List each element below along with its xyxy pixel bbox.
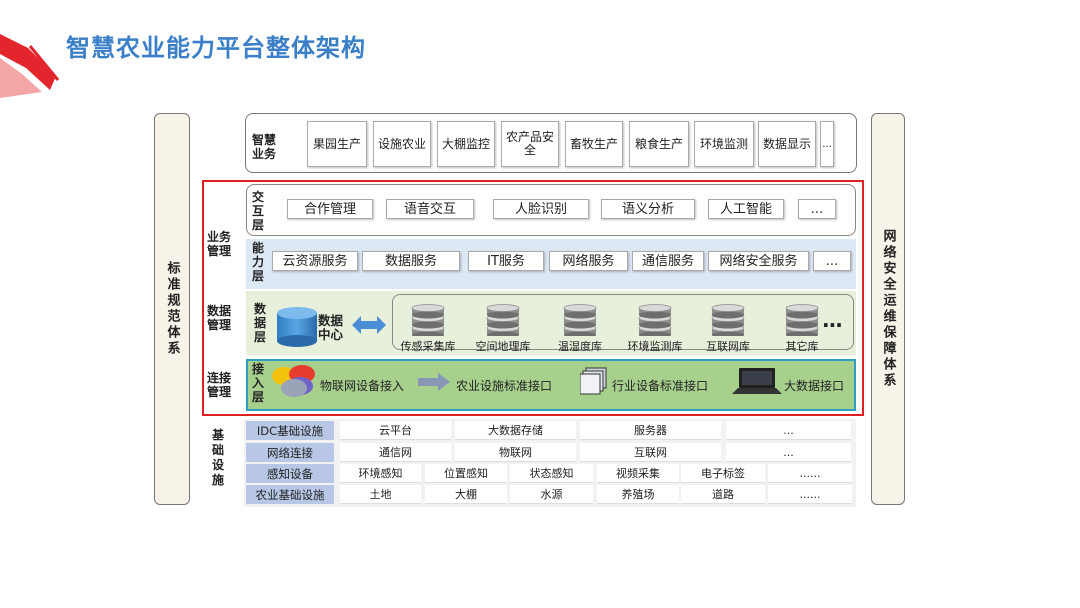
infra-cell: 互联网: [580, 443, 721, 462]
infra-cell: 养殖场: [597, 485, 679, 504]
infra-cell: 视频采集: [597, 464, 679, 483]
access-item-industry: 行业设备标准接口: [612, 379, 709, 393]
infra-row-header: 网络连接: [246, 443, 334, 462]
data-center-cylinder-icon: [277, 307, 317, 347]
infra-cell: 水源: [510, 485, 593, 504]
database-name: 传感采集库: [400, 340, 456, 353]
access-layer-label: 接入层: [252, 362, 265, 404]
capability-item: 数据服务: [362, 251, 460, 271]
infra-cell: ......: [768, 485, 852, 504]
infra-cell: ...: [726, 443, 851, 462]
right-arrow-icon: [418, 373, 450, 391]
data-layer-label: 数据层: [254, 302, 267, 344]
database-name: 互联网库: [706, 340, 750, 353]
capability-item: 网络服务: [549, 251, 628, 271]
business-mgmt-label: 业务管理: [207, 230, 232, 258]
more-databases: ...: [822, 308, 843, 332]
database-icon: [486, 304, 520, 336]
standards-system-label: 标准规范体系: [164, 261, 180, 357]
data-mgmt-label: 数据管理: [207, 304, 232, 332]
infra-cell: 大棚: [425, 485, 507, 504]
database-icon: [563, 304, 597, 336]
infra-cell: 电子标签: [681, 464, 765, 483]
infra-cell: 环境感知: [340, 464, 421, 483]
database-icon: [638, 304, 672, 336]
smart-business-label: 智慧业务: [252, 133, 277, 161]
infra-cell: 状态感知: [510, 464, 593, 483]
access-item-iot: 物联网设备接入: [320, 379, 405, 393]
infra-row-header: 农业基础设施: [246, 485, 334, 504]
capability-item: ...: [813, 251, 851, 271]
infra-cell: 物联网: [455, 443, 576, 462]
smart-business-item: 环境监测: [694, 121, 754, 167]
infra-cell: 土地: [340, 485, 421, 504]
device-stack-icon: [580, 367, 607, 395]
platform-red-frame: [202, 180, 864, 416]
infra-cell: ...: [726, 421, 851, 440]
smart-business-item: 大棚监控: [437, 121, 495, 167]
standards-system-bar: 标准规范体系: [154, 113, 190, 505]
database-name: 其它库: [785, 340, 819, 353]
capability-layer-label: 能力层: [252, 241, 265, 283]
corner-decoration: [0, 34, 60, 98]
access-item-bigdata: 大数据接口: [784, 379, 845, 393]
interaction-item: 语义分析: [601, 199, 695, 219]
infra-cell: 云平台: [340, 421, 451, 440]
interaction-item: ...: [798, 199, 836, 219]
laptop-icon: [732, 368, 782, 394]
security-ops-bar: 网络安全运维保障体系: [871, 113, 905, 505]
smart-business-item: 设施农业: [373, 121, 431, 167]
smart-business-item: 农产品安全: [501, 121, 559, 167]
infra-cell: 位置感知: [425, 464, 507, 483]
smart-business-item: 数据显示: [758, 121, 816, 167]
smart-business-item: ...: [820, 121, 834, 167]
capability-item: IT服务: [468, 251, 544, 271]
capability-item: 网络安全服务: [708, 251, 809, 271]
interaction-item: 人脸识别: [493, 199, 589, 219]
smart-business-item: 畜牧生产: [565, 121, 623, 167]
interaction-item: 语音交互: [386, 199, 474, 219]
database-name: 温湿度库: [558, 340, 602, 353]
infra-row-header: 感知设备: [246, 464, 334, 483]
capability-item: 云资源服务: [272, 251, 358, 271]
security-ops-label: 网络安全运维保障体系: [880, 229, 896, 389]
iot-devices-icon: [272, 365, 315, 397]
data-center-label: 数据中心: [318, 313, 344, 342]
interaction-item: 合作管理: [287, 199, 373, 219]
infra-row-header: IDC基础设施: [246, 421, 334, 440]
access-item-agri: 农业设施标准接口: [456, 379, 553, 393]
infra-cell: 道路: [681, 485, 765, 504]
capability-item: 通信服务: [632, 251, 704, 271]
double-arrow-icon: [352, 316, 386, 334]
data-layer-band: [246, 291, 856, 355]
infra-label: 基础设施: [212, 428, 225, 487]
page-title: 智慧农业能力平台整体架构: [66, 34, 366, 62]
database-group-panel: [392, 294, 854, 350]
infra-cell: 大数据存储: [455, 421, 576, 440]
infra-cell: 服务器: [580, 421, 721, 440]
infra-cell: 通信网: [340, 443, 451, 462]
infra-cell: ......: [768, 464, 852, 483]
database-name: 空间地理库: [475, 340, 531, 353]
interaction-item: 人工智能: [708, 199, 784, 219]
smart-business-item: 果园生产: [307, 121, 367, 167]
connect-mgmt-label: 连接管理: [207, 371, 232, 399]
database-name: 环境监测库: [627, 340, 683, 353]
interaction-layer-label: 交互层: [252, 190, 265, 232]
database-icon: [785, 304, 819, 336]
database-icon: [411, 304, 445, 336]
smart-business-item: 粮食生产: [629, 121, 689, 167]
database-icon: [711, 304, 745, 336]
